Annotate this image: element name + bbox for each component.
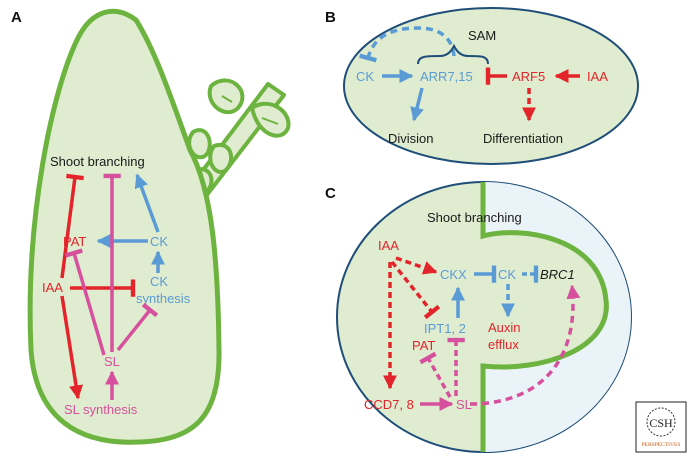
ck-synthesis-label-2: synthesis [136,291,191,306]
iaa-label-b: IAA [587,69,608,84]
ck-synthesis-label-1: CK [150,274,168,289]
sl-synthesis-label: SL synthesis [64,402,138,417]
panel-a-letter: A [11,9,22,26]
shoot-branching-label-c: Shoot branching [427,210,522,225]
sam-label: SAM [468,28,496,43]
panel-c: C Shoot branching IAA CKX CK BRC1 IPT1, … [325,181,632,453]
arr-label: ARR7,15 [420,69,473,84]
panel-c-letter: C [325,185,336,202]
panel-c-arrows [383,256,581,411]
iaa-label-c: IAA [378,238,399,253]
ck-label-b: CK [356,69,374,84]
iaa-label: IAA [42,280,63,295]
panel-a-arrows [60,173,165,400]
ccd-label: CCD7, 8 [364,397,414,412]
panel-b: B SAM CK ARR7,15 ARF5 IAA Division Diffe… [325,7,639,165]
plant-body [27,8,222,445]
auxin-label-1: Auxin [488,320,521,335]
sl-label: SL [104,354,120,369]
logo-line-1: CSH [649,416,673,430]
ck-label-c: CK [498,267,516,282]
panel-b-arrows [358,26,580,122]
ck-label: CK [150,234,168,249]
division-label: Division [388,131,434,146]
panel-a: A Shoot branching PAT CK CK synthesis IA… [11,8,291,445]
shoot-branching-label: Shoot branching [50,154,145,169]
ipt-label: IPT1, 2 [424,321,466,336]
differentiation-label: Differentiation [483,131,563,146]
sam-oval [343,7,639,165]
sl-label-c: SL [456,397,472,412]
arf5-label: ARF5 [512,69,545,84]
panel-b-letter: B [325,9,336,26]
axillary-bud [483,182,631,452]
auxin-label-2: efflux [488,337,519,352]
pat-label-c: PAT [412,338,435,353]
brc1-label: BRC1 [540,267,575,282]
logo-line-2: PERSPECTIVES [642,442,681,448]
ckx-label: CKX [440,267,467,282]
csh-perspectives-logo: CSH PERSPECTIVES [635,401,687,453]
